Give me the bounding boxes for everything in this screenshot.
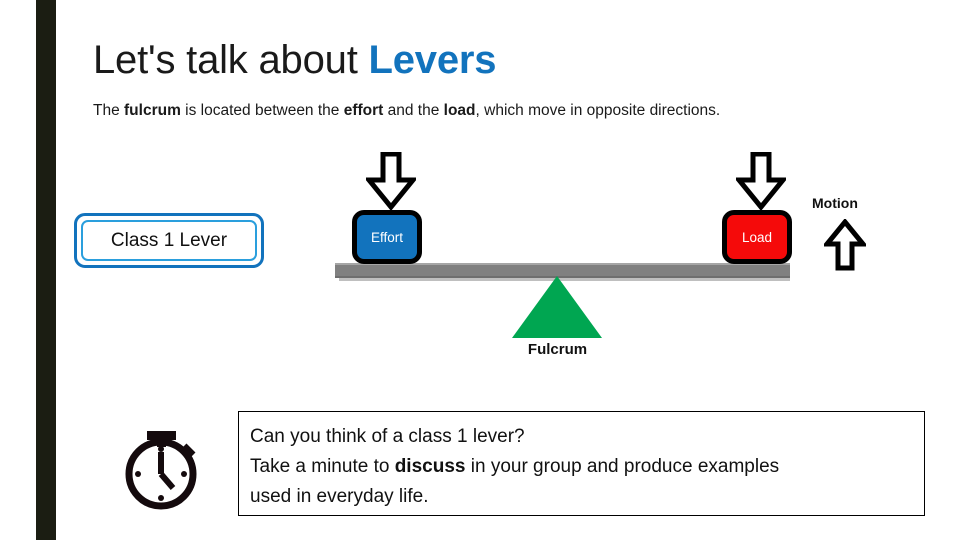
callout-inner-border: Class 1 Lever <box>81 220 257 261</box>
emphasis-text: fulcrum <box>124 102 181 119</box>
page-title-plain: Let's talk about <box>93 38 369 82</box>
motion-label: Motion <box>812 195 858 211</box>
plain-text: is located between the <box>180 102 344 119</box>
fulcrum-triangle <box>512 276 602 338</box>
load-label: Load <box>741 229 773 245</box>
class-1-lever-callout: Class 1 Lever <box>74 213 264 268</box>
page-title: Let's talk about Levers <box>93 36 497 84</box>
plain-text: in your group and produce examples <box>465 456 780 477</box>
load-block: Load <box>722 210 792 264</box>
intro-paragraph: The fulcrum is located between the effor… <box>93 99 893 123</box>
plain-text: Take a minute to <box>250 456 395 477</box>
callout-label: Class 1 Lever <box>110 229 228 251</box>
plain-text: The <box>93 102 125 119</box>
emphasis-text: load <box>443 102 476 119</box>
load-down-arrow-icon <box>733 151 789 215</box>
plain-text: and the <box>383 102 444 119</box>
task-question-line: Take a minute to discuss in your group a… <box>250 452 913 482</box>
task-question-line: Can you think of a class 1 lever? <box>250 422 913 452</box>
motion-up-arrow-icon <box>821 218 869 276</box>
plain-text: Can you think of a class 1 lever? <box>250 426 525 447</box>
effort-label: Effort <box>370 229 404 245</box>
task-question-box: Can you think of a class 1 lever? Take a … <box>238 411 925 516</box>
plain-text: , which move in opposite directions. <box>475 102 721 119</box>
fulcrum-label: Fulcrum <box>527 341 588 358</box>
page-title-accent: Levers <box>368 38 497 82</box>
emphasis-text: discuss <box>394 456 466 477</box>
task-question-line: used in everyday life. <box>250 482 913 512</box>
plain-text: used in everyday life. <box>250 486 429 507</box>
emphasis-text: effort <box>343 102 384 119</box>
effort-block: Effort <box>352 210 422 264</box>
stopwatch-icon <box>114 416 212 519</box>
left-accent-stripe <box>36 0 56 540</box>
effort-down-arrow-icon <box>363 151 419 215</box>
